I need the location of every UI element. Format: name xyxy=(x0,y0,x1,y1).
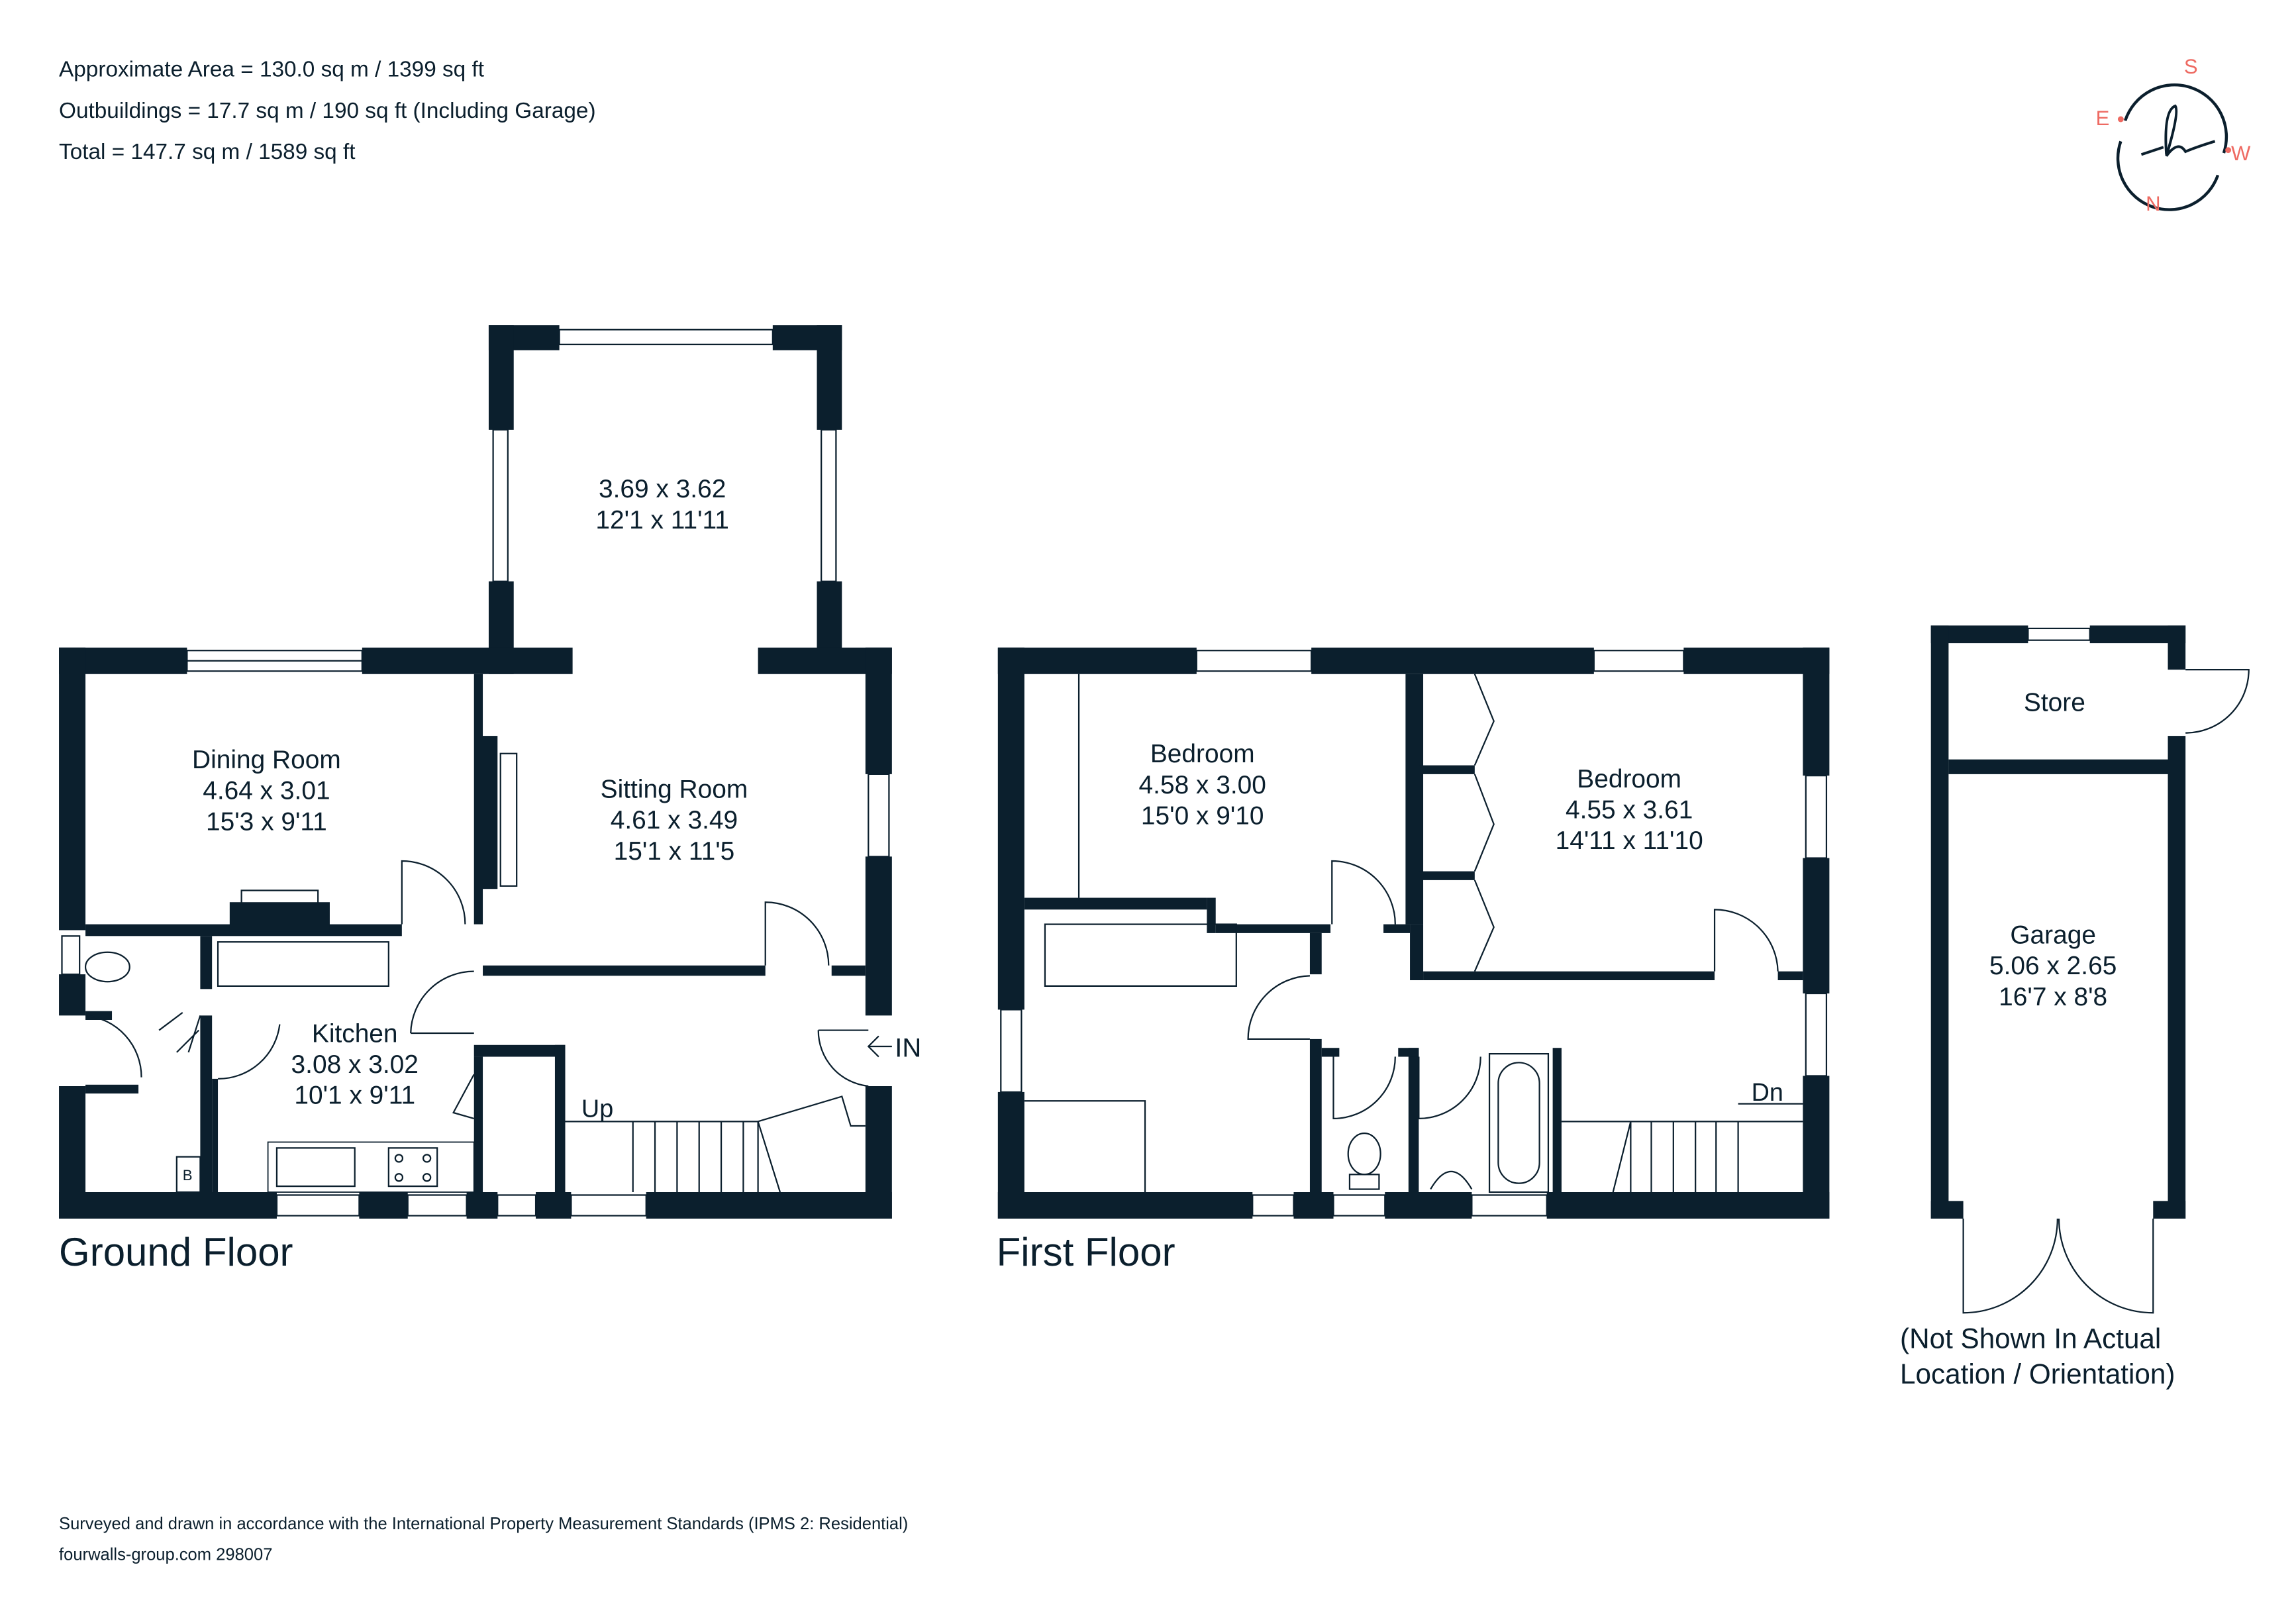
garage-name: Garage xyxy=(2010,921,2096,949)
compass-logo: S E W N xyxy=(2096,55,2251,215)
store-name: Store xyxy=(2024,688,2085,717)
h-signature-icon xyxy=(2140,104,2216,157)
area-line: Approximate Area = 130.0 sq m / 1399 sq … xyxy=(59,58,485,82)
garage-fixtures xyxy=(1962,627,2250,1314)
kitchen-imperial: 10'1 x 9'11 xyxy=(294,1082,415,1110)
kitchen-metric: 3.08 x 3.02 xyxy=(291,1050,419,1079)
total-line: Total = 147.7 sq m / 1589 sq ft xyxy=(59,140,356,164)
bedroom-2-metric: 4.55 x 3.61 xyxy=(1566,796,1693,825)
compass-s: S xyxy=(2184,55,2198,78)
entrance-label: IN xyxy=(895,1034,921,1063)
sitting-room-imperial: 15'1 x 11'5 xyxy=(614,837,735,866)
compass-w: W xyxy=(2231,142,2251,165)
dining-room-imperial: 15'3 x 9'11 xyxy=(206,807,327,836)
sitting-room-name: Sitting Room xyxy=(601,775,748,803)
outbuildings-line: Outbuildings = 17.7 sq m / 190 sq ft (In… xyxy=(59,99,596,123)
compass-n: N xyxy=(2146,192,2160,215)
ground-floor-fixtures xyxy=(61,328,890,1217)
bedroom-1-imperial: 15'0 x 9'10 xyxy=(1141,801,1264,830)
entrance-arrow-icon xyxy=(867,1035,892,1058)
compass-e: E xyxy=(2096,107,2110,130)
ground-floor-walls xyxy=(59,325,892,1219)
footer-standards: Surveyed and drawn in accordance with th… xyxy=(59,1515,908,1533)
dining-room-metric: 4.64 x 3.01 xyxy=(203,777,330,805)
bedroom-1-metric: 4.58 x 3.00 xyxy=(1139,771,1266,799)
bedroom-2-imperial: 14'11 x 11'10 xyxy=(1556,827,1703,855)
garage-metric: 5.06 x 2.65 xyxy=(1989,952,2117,980)
first-floor-walls xyxy=(997,647,1830,1219)
stairs-down-label: Dn xyxy=(1752,1079,1783,1107)
sitting-room-metric: 4.61 x 3.49 xyxy=(611,806,738,834)
kitchen-name: Kitchen xyxy=(312,1019,398,1048)
garage-walls xyxy=(1930,625,2186,1219)
garage-note-line-2: Location / Orientation) xyxy=(1900,1358,2175,1389)
first-floor-title: First Floor xyxy=(997,1230,1175,1274)
footer-website: fourwalls-group.com 298007 xyxy=(59,1546,272,1564)
conservatory-metric: 3.69 x 3.62 xyxy=(599,475,726,503)
garage-imperial: 16'7 x 8'8 xyxy=(1999,983,2107,1011)
boiler-label: B xyxy=(183,1167,193,1184)
stairs-up-label: Up xyxy=(581,1095,613,1123)
bedroom-1-name: Bedroom xyxy=(1150,740,1255,768)
conservatory-imperial: 12'1 x 11'11 xyxy=(595,506,728,534)
bedroom-2-name: Bedroom xyxy=(1577,765,1681,793)
ground-floor-title: Ground Floor xyxy=(59,1230,293,1274)
dining-room-name: Dining Room xyxy=(192,746,341,774)
first-floor-fixtures xyxy=(1000,650,1828,1217)
garage-note-line-1: (Not Shown In Actual xyxy=(1900,1323,2161,1354)
